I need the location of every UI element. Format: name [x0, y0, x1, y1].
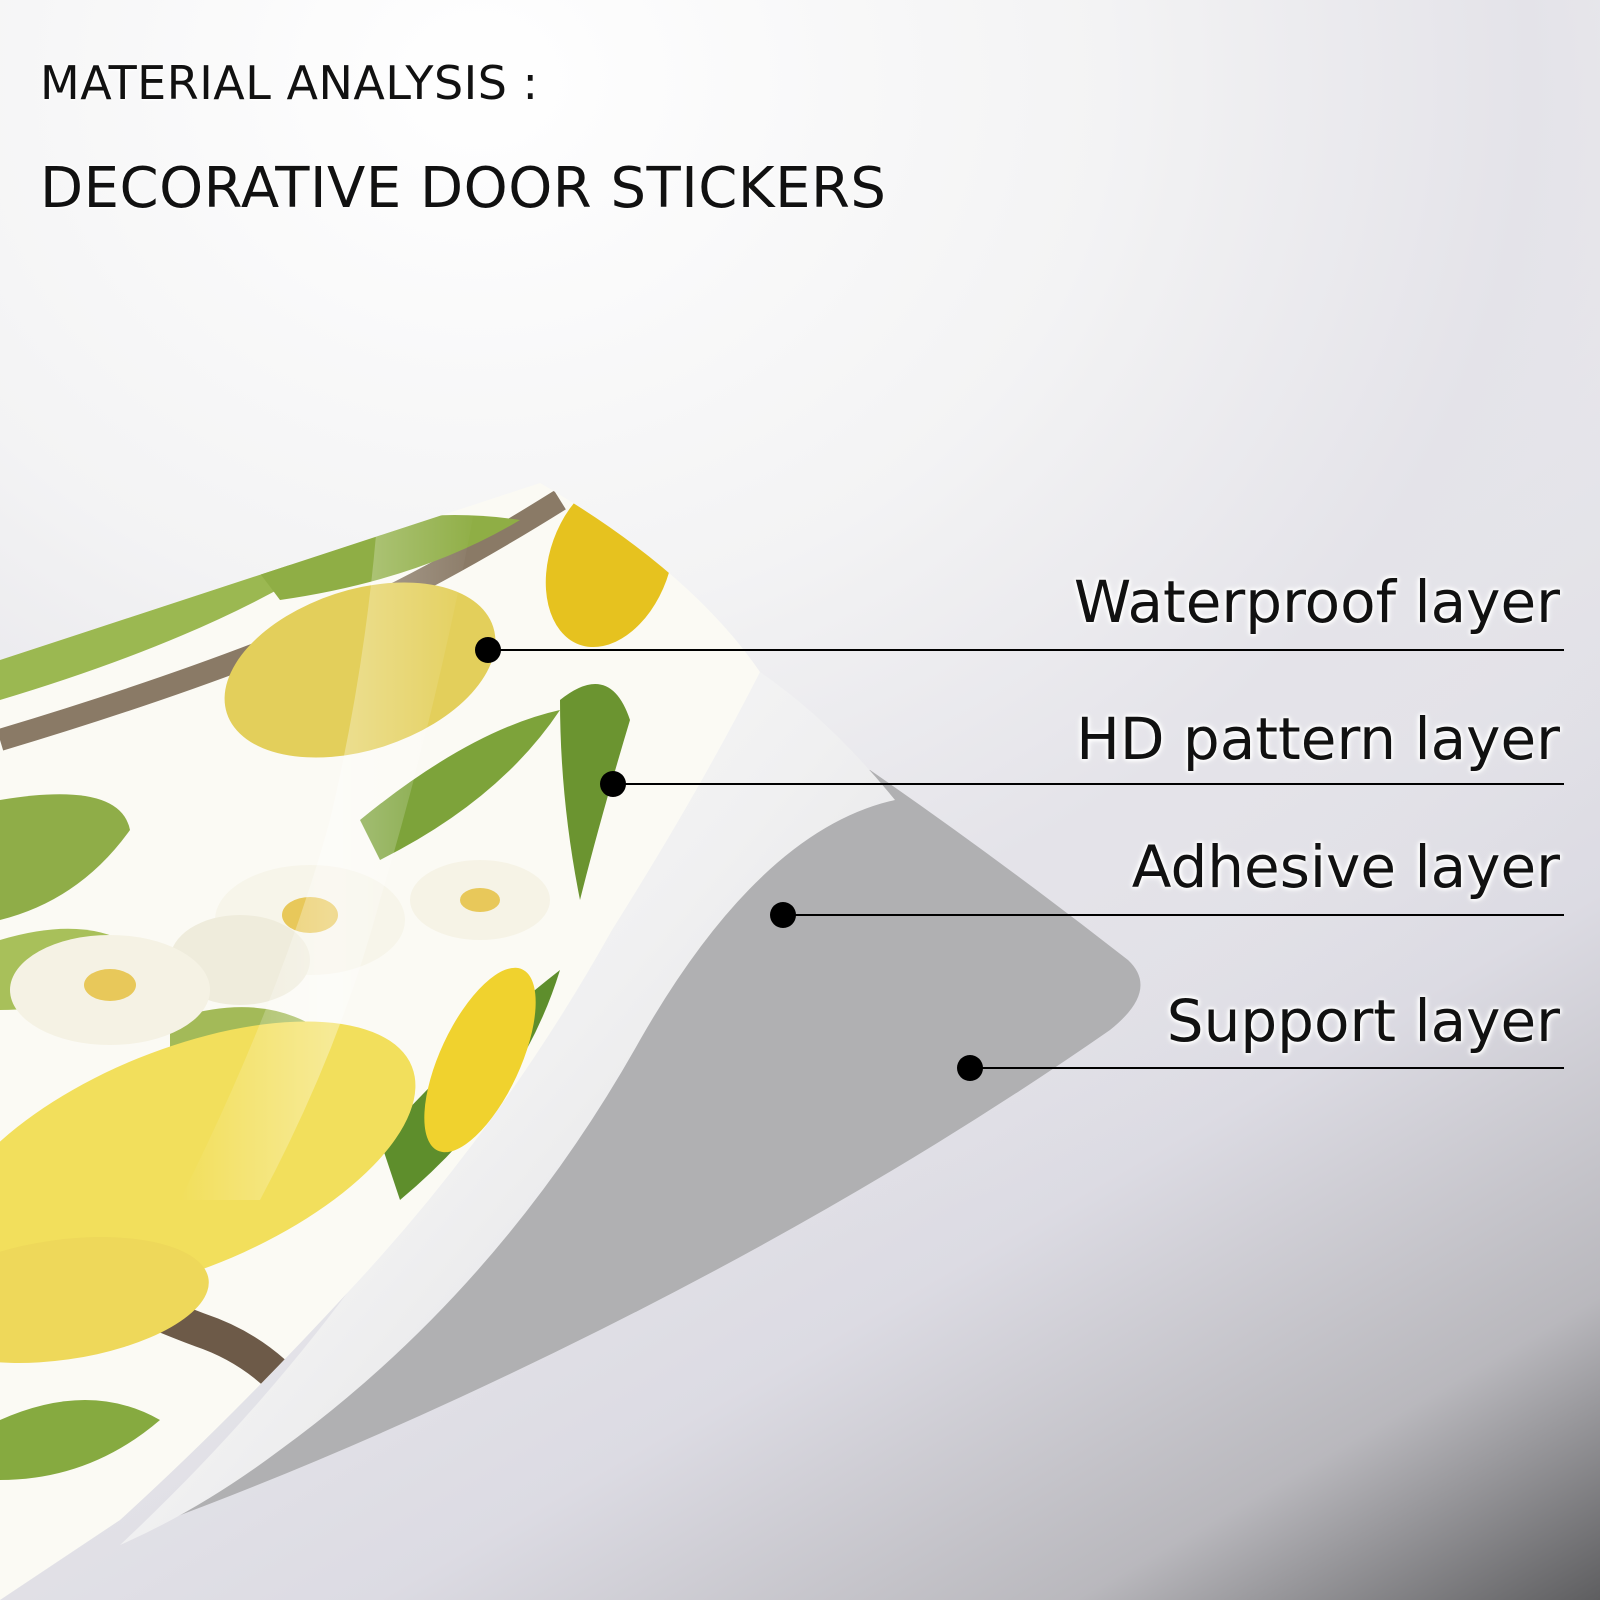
label-support-layer: Support layer	[1166, 987, 1560, 1055]
label-hd-pattern-layer: HD pattern layer	[1076, 705, 1560, 773]
label-adhesive-layer: Adhesive layer	[1131, 833, 1560, 901]
lemon-shape	[0, 1237, 209, 1363]
leader-adhesive	[770, 902, 1564, 928]
leader-hd-pattern	[600, 771, 1564, 797]
leaf-shape	[360, 710, 560, 860]
leader-support	[957, 1055, 1564, 1081]
adhesive-layer-shape	[120, 652, 895, 1545]
blossom-shape	[10, 935, 210, 1045]
leaf-shape	[0, 564, 320, 700]
heading-material-analysis: MATERIAL ANALYSIS :	[40, 56, 539, 110]
leaf-shape	[0, 1400, 160, 1480]
gloss-highlight	[180, 483, 480, 1200]
heading-decorative-door-stickers: DECORATIVE DOOR STICKERS	[40, 156, 887, 221]
leaf-shape	[0, 794, 130, 920]
label-waterproof-layer: Waterproof layer	[1073, 568, 1560, 636]
leaf-shape	[560, 684, 630, 900]
leader-waterproof	[475, 637, 1564, 663]
blossom-shape	[410, 860, 550, 940]
lemon-shape	[424, 967, 536, 1153]
